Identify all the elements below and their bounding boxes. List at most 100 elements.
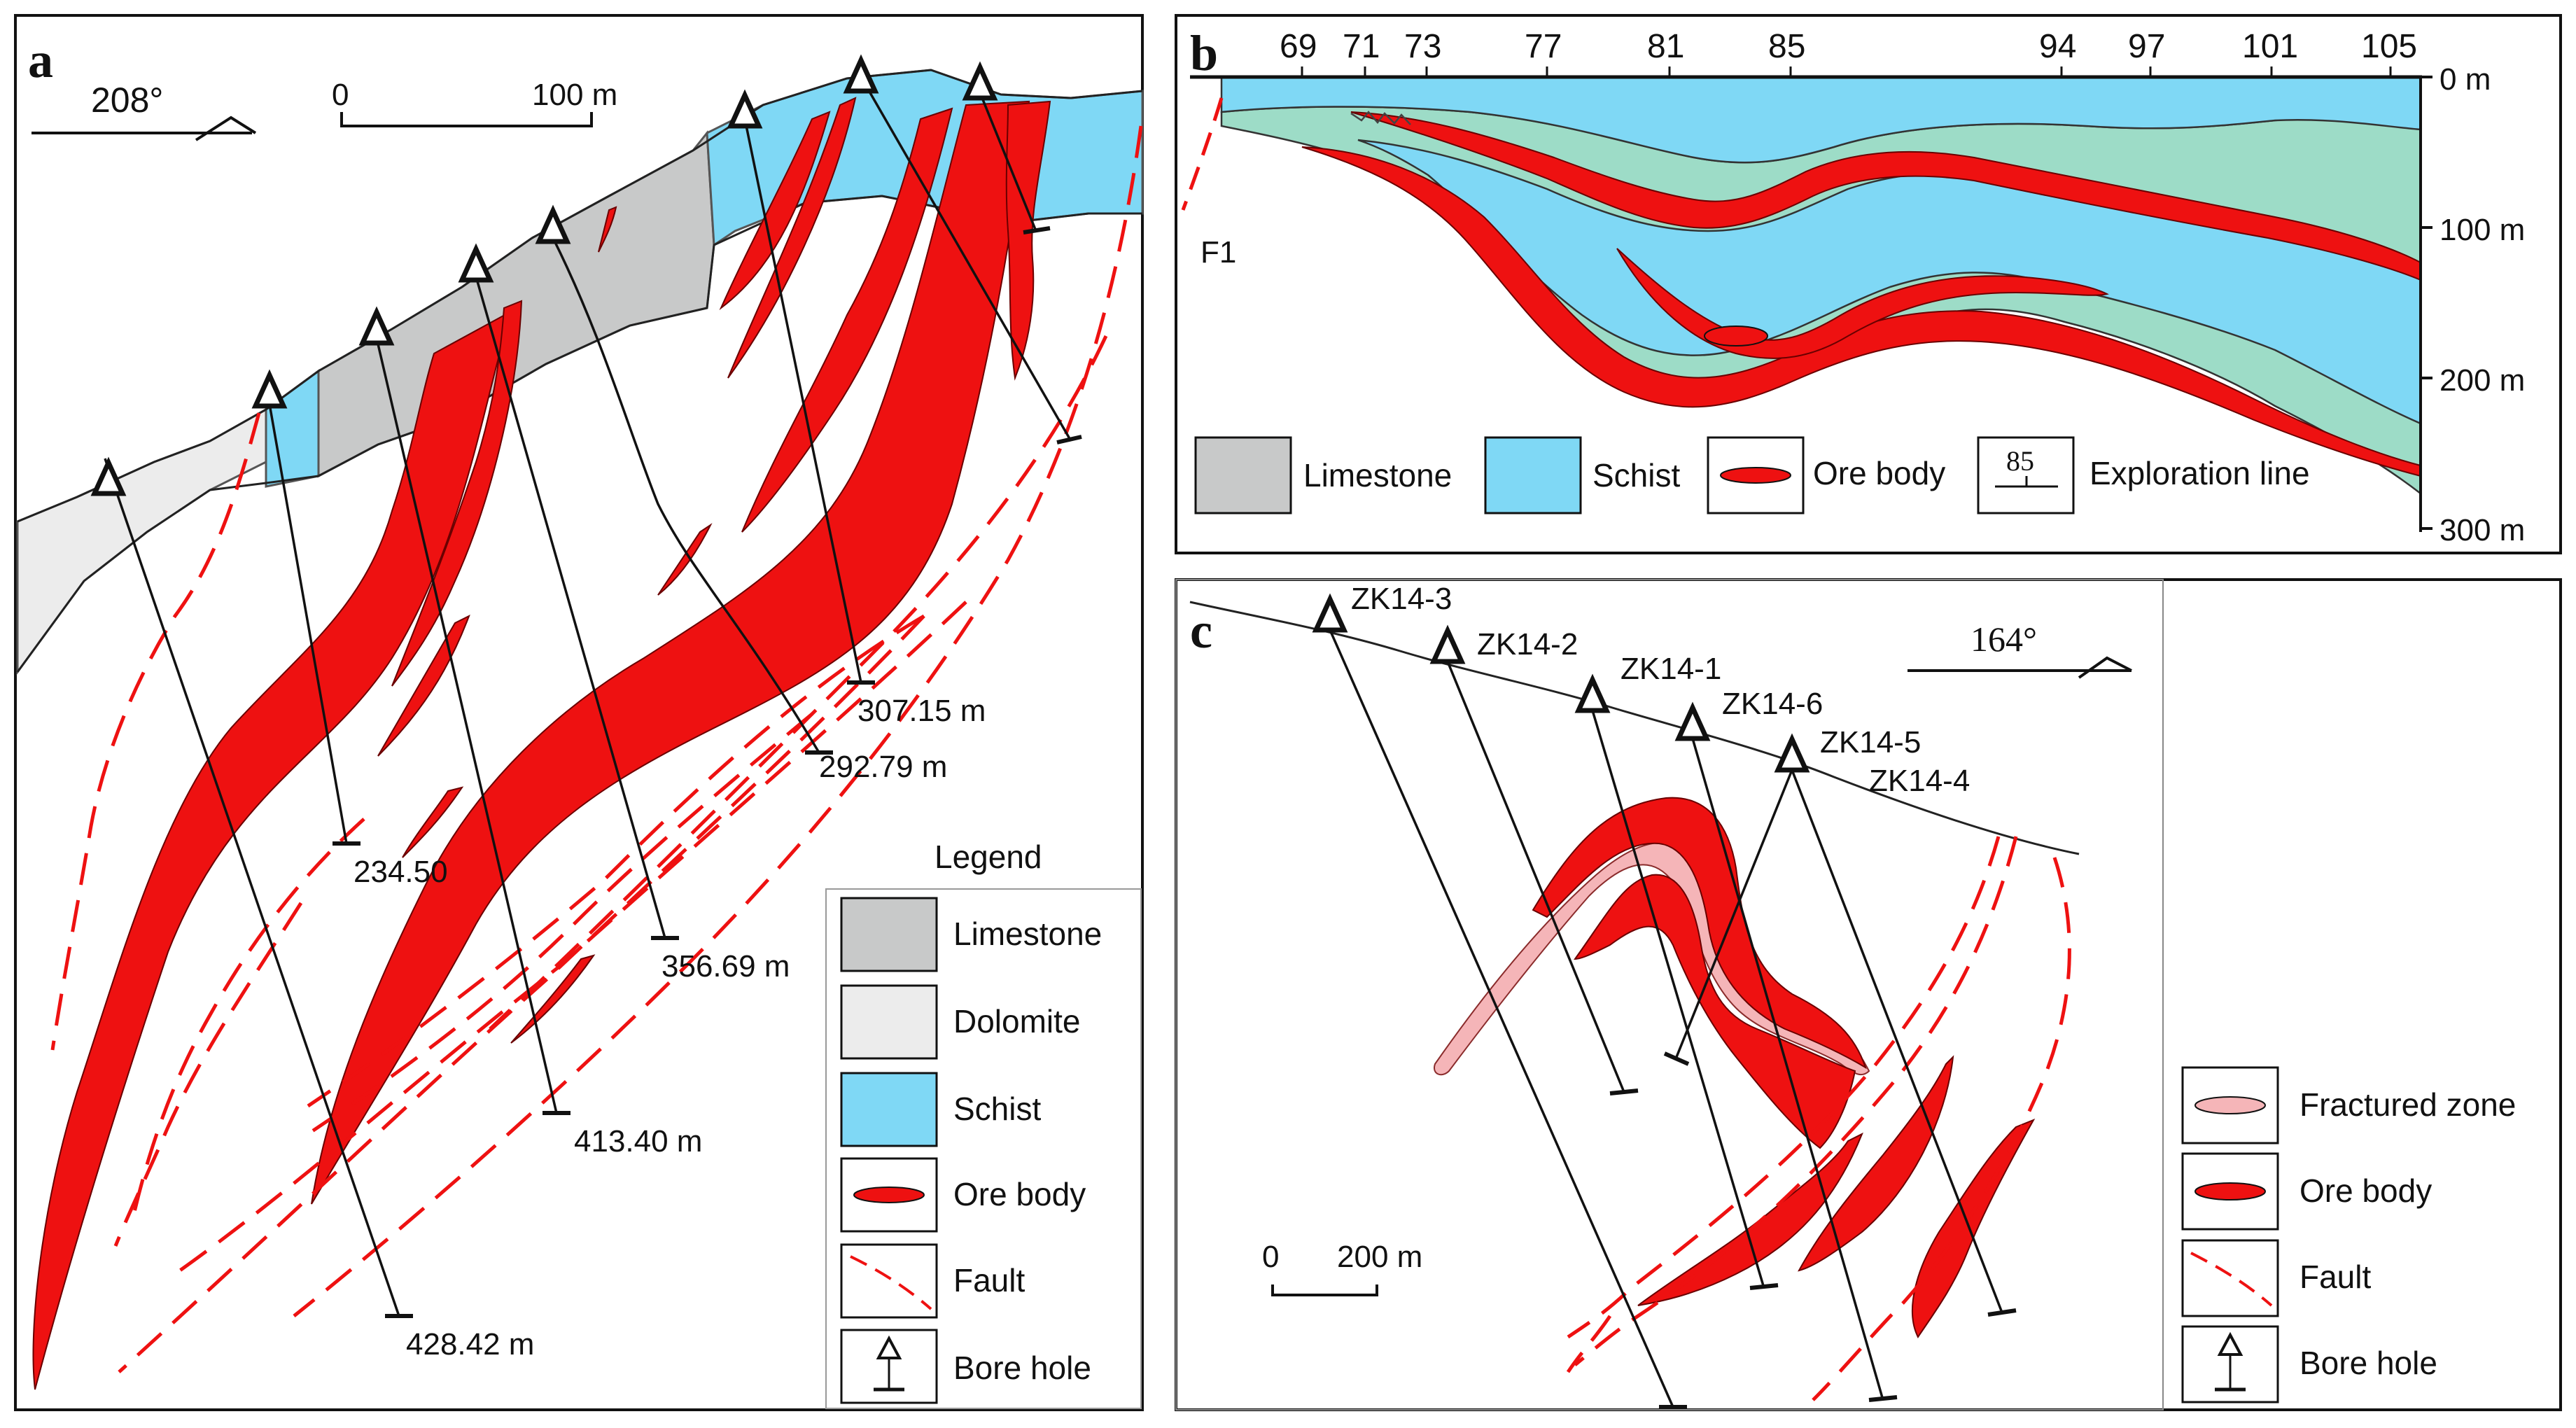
svg-text:Limestone: Limestone (953, 916, 1102, 952)
line-85: 85 (1768, 28, 1805, 65)
bore-hole-zk14-2: ZK14-2 (1434, 627, 1639, 1096)
line-101: 101 (2242, 28, 2298, 65)
bore-hole-5: 292.79 m (539, 211, 947, 784)
ore-lens-b (1704, 326, 1768, 346)
bore-holes-c: ZK14-3 ZK14-2 ZK14-1 ZK14-6 (1316, 582, 2017, 1409)
fractured-zone (1434, 841, 1870, 1076)
bore-hole-zk14-4: ZK14-4 (1791, 764, 2017, 1317)
scale-end-a: 100 m (532, 78, 617, 112)
hole-label-zk14-6: ZK14-6 (1722, 687, 1823, 721)
svg-text:Fault: Fault (2300, 1259, 2371, 1295)
legend-b: Limestone Schist Ore body 85 Exploration… (1194, 436, 2310, 514)
legend-a-dolomite: Dolomite (840, 984, 1081, 1060)
depth-0: 0 m (2440, 62, 2491, 97)
legend-c: Fractured zone Ore body Fault Bore hole (2181, 1066, 2516, 1404)
scale-bar-c: 0 200 m (1262, 1240, 1422, 1296)
panel-c-map-area (1175, 579, 2164, 1410)
ore-body-a-10 (598, 206, 617, 253)
fault-f1 (1181, 97, 1224, 211)
panel-c-letter: c (1190, 603, 1212, 659)
svg-text:Bore hole: Bore hole (2300, 1345, 2437, 1381)
line-81: 81 (1647, 28, 1684, 65)
scale-bar-a: 0 100 m (332, 78, 617, 127)
exploration-symbol: 85 (2006, 445, 2034, 477)
ore-body-b-middle (1616, 248, 2109, 359)
depth-100: 100 m (2440, 213, 2525, 247)
line-105: 105 (2361, 28, 2417, 65)
ore-body-c-4 (1798, 1055, 1954, 1272)
hole-label-zk14-5: ZK14-5 (1820, 725, 1921, 760)
legend-c-ore: Ore body (2181, 1152, 2432, 1231)
hole-depth-5: 292.79 m (819, 750, 947, 784)
svg-text:Ore body: Ore body (953, 1176, 1086, 1212)
hole-depth-4: 356.69 m (662, 949, 790, 983)
legend-b-ore: Ore body (1707, 436, 1945, 514)
bore-hole-7 (847, 60, 1082, 444)
ground-surface-a (17, 69, 1143, 523)
scale-end-c: 200 m (1337, 1240, 1422, 1274)
svg-text:Ore body: Ore body (1813, 455, 1945, 491)
panel-b-letter: b (1190, 25, 1218, 81)
line-97: 97 (2128, 28, 2165, 65)
ore-body-c-3 (1637, 1132, 1863, 1306)
legend-b-exploration: 85 Exploration line (1977, 436, 2310, 514)
azimuth-label-a: 208° (91, 80, 163, 120)
hole-depth-1: 428.42 m (406, 1327, 534, 1362)
legend-a-limestone: Limestone (840, 897, 1102, 972)
scale-zero-c: 0 (1262, 1240, 1279, 1274)
fault-zigzag-b (1350, 111, 1411, 125)
ore-body-c-1 (1532, 797, 1867, 1070)
bore-holes-a: 428.42 m 234.50 413.40 m 356.69 m (94, 60, 1082, 1362)
ore-body-a-7 (391, 300, 523, 687)
bore-hole-zk14-3: ZK14-3 (1316, 582, 1687, 1409)
hole-depth-3: 413.40 m (574, 1124, 702, 1158)
azimuth-arrow-c: 164° (1907, 620, 2132, 679)
panel-a-letter: a (28, 32, 53, 88)
panel-c: c 164° ZK14-3 (1175, 578, 2562, 1411)
bore-hole-zk14-6: ZK14-6 (1679, 687, 1898, 1402)
hole-label-zk14-1: ZK14-1 (1620, 652, 1721, 686)
svg-text:Fractured zone: Fractured zone (2300, 1086, 2516, 1123)
bore-hole-6: 307.15 m (731, 95, 986, 728)
ore-body-a-6 (1005, 100, 1051, 381)
hole-depth-2: 234.50 (354, 855, 448, 889)
svg-text:Exploration line: Exploration line (2090, 455, 2310, 491)
line-69: 69 (1280, 28, 1317, 65)
line-77: 77 (1525, 28, 1562, 65)
line-71: 71 (1343, 28, 1380, 65)
faults-c (1566, 836, 2071, 1401)
svg-text:Schist: Schist (953, 1091, 1041, 1127)
ore-body-a-1 (32, 309, 512, 1390)
ground-surface-c (1189, 601, 2080, 855)
ore-body-c-2 (1574, 874, 1856, 1149)
legend-b-limestone: Limestone (1194, 436, 1452, 514)
svg-text:Ore body: Ore body (2300, 1172, 2432, 1209)
faults-a (50, 125, 1143, 1373)
svg-text:Fault: Fault (953, 1262, 1025, 1298)
bore-hole-4: 356.69 m (462, 249, 790, 983)
hole-label-zk14-3: ZK14-3 (1351, 582, 1452, 616)
bore-hole-8 (966, 67, 1051, 234)
depth-300: 300 m (2440, 513, 2525, 547)
line-94: 94 (2039, 28, 2076, 65)
bore-hole-zk14-1: ZK14-1 (1578, 652, 1779, 1290)
azimuth-arrow-a: 208° (31, 80, 257, 141)
ore-body-a-8 (377, 614, 470, 757)
ore-body-a-4 (719, 111, 831, 311)
legend-a: Legend Limestone Dolomite Schist Ore bod… (825, 839, 1142, 1409)
bore-hole-3: 413.40 m (363, 312, 702, 1158)
legend-c-fault: Fault (2181, 1239, 2371, 1317)
schist-band-upper (1220, 76, 2422, 164)
svg-text:Bore hole: Bore hole (953, 1350, 1091, 1386)
svg-text:Dolomite: Dolomite (953, 1003, 1081, 1040)
legend-c-borehole: Bore hole (2181, 1325, 2437, 1404)
line-73: 73 (1404, 28, 1441, 65)
legend-a-fault: Fault (840, 1243, 1025, 1319)
scale-zero-a: 0 (332, 78, 349, 112)
azimuth-label-c: 164° (1970, 620, 2037, 659)
ore-body-a-12 (510, 954, 596, 1044)
legend-a-ore: Ore body (840, 1157, 1086, 1233)
bore-hole-1: 428.42 m (94, 458, 534, 1362)
hole-label-zk14-4: ZK14-4 (1869, 764, 1970, 798)
